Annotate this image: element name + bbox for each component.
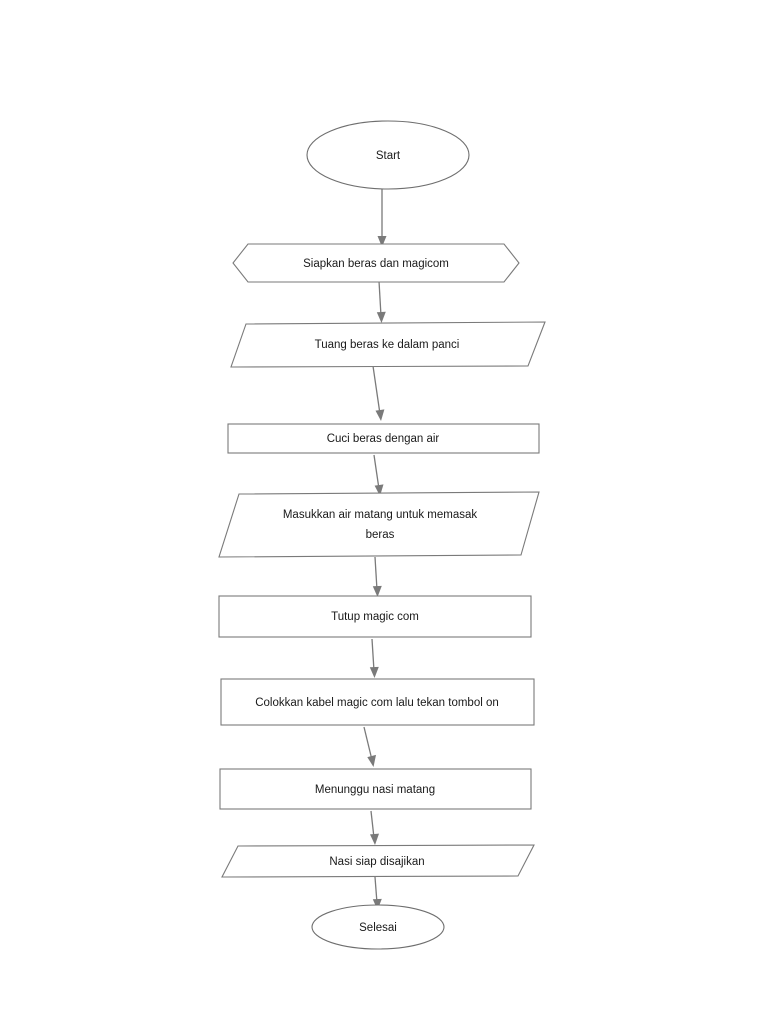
connector-menunggu-to-nasisiap <box>370 810 379 845</box>
node-tutup-label: Tutup magic com <box>331 611 419 623</box>
node-colokkan-label: Colokkan kabel magic com lalu tekan tomb… <box>255 697 499 709</box>
connector-siapkan-to-tuang <box>376 280 386 323</box>
node-cuci-label: Cuci beras dengan air <box>327 433 440 445</box>
node-selesai-label: Selesai <box>359 922 397 934</box>
node-menunggu-label: Menunggu nasi matang <box>315 784 435 796</box>
connector-cuci-to-masukkan <box>373 454 384 496</box>
connector-start-to-siapkan <box>377 189 387 247</box>
connector-tutup-to-colokkan <box>369 638 379 678</box>
node-siapkan-label: Siapkan beras dan magicom <box>303 258 449 270</box>
node-tutup[interactable]: Tutup magic com <box>218 595 532 638</box>
node-selesai[interactable]: Selesai <box>311 904 445 950</box>
node-nasi-siap-label: Nasi siap disajikan <box>329 856 424 868</box>
connector-tuang-to-cuci <box>372 365 385 421</box>
node-nasi-siap[interactable]: Nasi siap disajikan <box>221 844 535 878</box>
node-tuang-label: Tuang beras ke dalam panci <box>315 339 460 351</box>
node-siapkan[interactable]: Siapkan beras dan magicom <box>232 243 520 283</box>
node-colokkan[interactable]: Colokkan kabel magic com lalu tekan tomb… <box>220 678 535 726</box>
connector-nasisiap-to-selesai <box>372 876 382 910</box>
node-menunggu[interactable]: Menunggu nasi matang <box>219 768 532 810</box>
connector-colokkan-to-menunggu <box>363 726 376 767</box>
node-cuci[interactable]: Cuci beras dengan air <box>227 423 540 454</box>
node-masukkan-air-label-line1: Masukkan air matang untuk memasak <box>283 509 478 521</box>
node-masukkan-air[interactable]: Masukkan air matang untuk memasak beras <box>218 491 540 558</box>
node-start[interactable]: Start <box>306 120 470 190</box>
node-masukkan-air-label-line2: beras <box>366 529 395 541</box>
node-tuang[interactable]: Tuang beras ke dalam panci <box>230 321 546 368</box>
connector-masukkan-to-tutup <box>372 556 382 597</box>
node-start-label: Start <box>376 150 401 162</box>
